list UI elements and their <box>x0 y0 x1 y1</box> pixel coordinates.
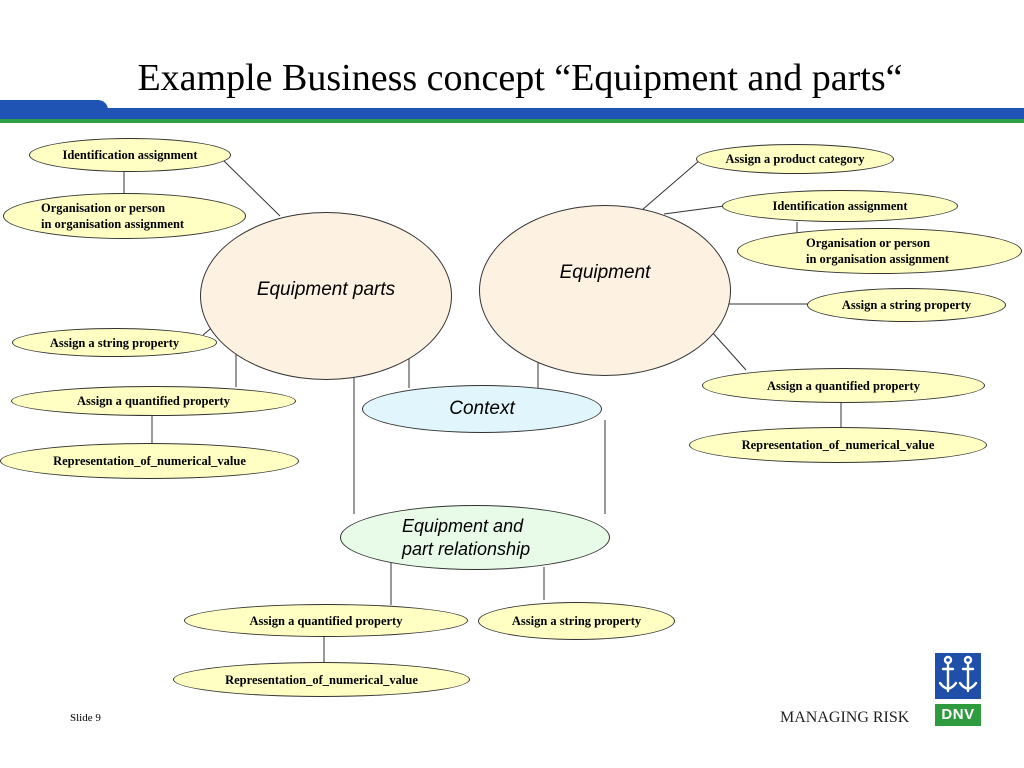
connector-line <box>222 159 281 217</box>
right-organisation-assignment: Organisation or person in organisation a… <box>737 228 1022 274</box>
node-label-line1: Organisation or person <box>41 201 166 215</box>
node-label: Identification assignment <box>62 148 198 162</box>
connector-line <box>663 205 725 215</box>
node-label: Context <box>449 398 515 419</box>
equipment-part-relationship-node: Equipment and part relationship <box>340 505 610 570</box>
slide-number: Slide 9 <box>70 712 101 724</box>
dnv-anchor-logo-icon <box>935 653 981 699</box>
right-identification-assignment: Identification assignment <box>722 190 958 222</box>
node-label: Equipment parts <box>256 279 396 300</box>
node-label: Assign a string property <box>49 335 180 350</box>
right-representation-numerical-value: Representation_of_numerical_value <box>689 427 987 463</box>
node-label: Assign a string property <box>841 298 972 312</box>
node-label-line1: Organisation or person <box>806 236 931 250</box>
node-label: Identification assignment <box>772 199 908 213</box>
node-label: Representation_of_numerical_value <box>53 454 246 468</box>
equipment-parts-node: Equipment parts <box>200 212 452 380</box>
left-string-property: Assign a string property <box>12 328 217 357</box>
left-representation-numerical-value: Representation_of_numerical_value <box>0 443 299 479</box>
equipment-node: Equipment <box>479 205 731 376</box>
connector-line <box>711 331 747 371</box>
node-label: Assign a quantified property <box>249 613 403 628</box>
header-bar-blue <box>0 108 1024 119</box>
slide-title: Example Business concept “Equipment and … <box>137 57 903 99</box>
node-label: Representation_of_numerical_value <box>225 672 418 687</box>
bottom-string-property: Assign a string property <box>478 602 675 640</box>
node-label: Assign a product category <box>725 152 865 166</box>
node-label: Equipment and part relationship <box>402 515 531 559</box>
header-bar-notch <box>0 100 108 110</box>
right-quantified-property: Assign a quantified property <box>702 368 985 403</box>
dnv-logo-wordmark: DNV <box>935 704 981 726</box>
left-identification-assignment: Identification assignment <box>29 138 231 172</box>
bottom-quantified-property: Assign a quantified property <box>184 604 468 637</box>
left-quantified-property: Assign a quantified property <box>11 386 296 416</box>
right-string-property: Assign a string property <box>807 288 1006 322</box>
right-product-category: Assign a product category <box>696 144 894 174</box>
node-label-line2: in organisation assignment <box>806 252 950 266</box>
brand-tagline: MANAGING RISK <box>780 709 910 726</box>
node-label: Assign a string property <box>511 614 642 628</box>
node-label-line2: in organisation assignment <box>41 217 185 231</box>
header-bar-green <box>0 119 1024 123</box>
left-organisation-assignment: Organisation or person in organisation a… <box>3 193 246 239</box>
node-label: Assign a quantified property <box>77 394 230 408</box>
bottom-representation-numerical-value: Representation_of_numerical_value <box>173 662 470 697</box>
node-label: Representation_of_numerical_value <box>741 438 935 452</box>
node-label: Equipment <box>559 262 651 283</box>
connector-line <box>641 159 701 211</box>
context-node: Context <box>362 385 602 433</box>
node-label: Assign a quantified property <box>767 378 920 393</box>
